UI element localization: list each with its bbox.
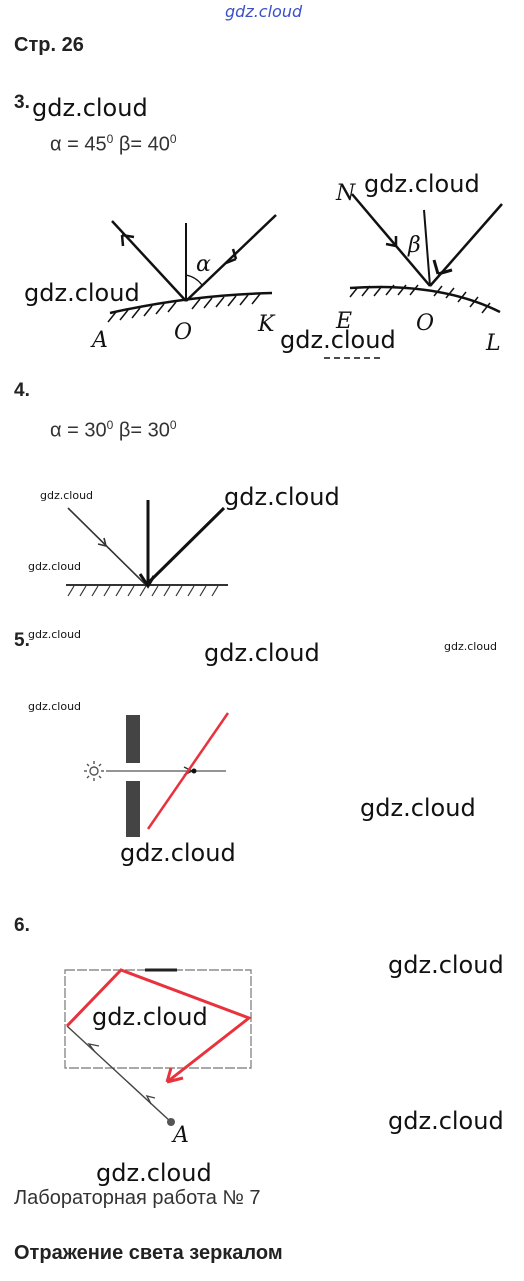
label-a: A <box>90 328 108 353</box>
watermark: gdz.cloud <box>32 94 148 122</box>
label-e: E <box>335 309 352 334</box>
incident-ray <box>67 507 147 586</box>
watermark: gdz.cloud <box>96 1159 212 1187</box>
task-6-number: 6. <box>14 915 30 936</box>
task-3-figure-left: α A O K <box>90 214 277 353</box>
reflected-ray <box>144 506 226 587</box>
watermark: gdz.cloud <box>280 326 396 354</box>
watermark: gdz.cloud <box>40 489 94 502</box>
light-source-icon <box>84 761 104 781</box>
label-beta: β <box>407 233 421 258</box>
red-arrow-head <box>165 1067 184 1084</box>
barrier-bottom <box>126 781 140 837</box>
mirror-surface <box>349 285 501 314</box>
reflected-path-red <box>65 968 253 1084</box>
reflected-arrow <box>120 233 135 247</box>
mirror-hatching <box>67 585 219 597</box>
incident-ray <box>351 193 431 287</box>
ray-arrow <box>87 1042 100 1053</box>
incident-arrow <box>225 248 238 265</box>
mirror-surface <box>109 291 273 315</box>
watermark: gdz.cloud <box>388 1107 504 1135</box>
watermark: gdz.cloud <box>388 951 504 979</box>
watermark: gdz.cloud <box>92 1003 208 1031</box>
watermark: gdz.cloud <box>28 700 82 713</box>
task-4-number: 4. <box>14 380 30 401</box>
label-o: O <box>174 320 192 345</box>
watermark: gdz.cloud <box>120 839 236 867</box>
label-o: O <box>416 311 434 336</box>
barrier-top <box>126 715 140 763</box>
incident-ray <box>185 214 277 302</box>
watermark: gdz.cloud <box>364 170 480 198</box>
label-alpha: α <box>196 252 211 277</box>
watermark: gdz.cloud <box>224 483 340 511</box>
task-5-figure <box>84 712 230 837</box>
task-6-figure: A <box>64 968 253 1148</box>
intersection-point <box>191 768 197 774</box>
point-a <box>167 1118 175 1126</box>
arrow-head <box>138 573 156 589</box>
mirror-hatching <box>349 284 491 314</box>
task-4-formula: α = 300 β= 300 <box>50 418 177 442</box>
mirror-line-red <box>146 712 230 830</box>
task-3-formula: α = 450 β= 400 <box>50 132 177 156</box>
watermark: gdz.cloud <box>360 794 476 822</box>
label-l: L <box>485 331 501 356</box>
watermark: gdz.cloud <box>24 279 140 307</box>
angle-arc <box>185 274 203 286</box>
label-n: N <box>335 181 356 206</box>
label-k: K <box>257 312 276 337</box>
incident-arrow <box>385 236 398 248</box>
reflected-arrow <box>432 259 453 276</box>
mirror-hatching <box>107 293 261 323</box>
incident-ray <box>66 1025 172 1123</box>
normal-line <box>423 209 431 287</box>
watermark-top: gdz.cloud <box>225 2 303 21</box>
page-title: Стр. 26 <box>14 34 84 56</box>
watermark: gdz.cloud <box>444 640 498 653</box>
watermark: gdz.cloud <box>204 639 320 667</box>
incident-arrow <box>97 537 107 547</box>
label-a: A <box>171 1123 189 1148</box>
ray-arrow-lower <box>145 1094 156 1105</box>
watermark: gdz.cloud <box>28 560 82 573</box>
task-3-figure-right: N β E O L <box>324 181 503 359</box>
lab-subtitle: Отражение света зеркалом <box>14 1242 283 1264</box>
task-4-figure <box>66 500 228 597</box>
watermark: gdz.cloud <box>28 628 82 641</box>
task-3-number: 3. <box>14 92 30 113</box>
lab-title: Лабораторная работа № 7 <box>14 1187 261 1209</box>
task-5-number: 5. <box>14 630 30 651</box>
